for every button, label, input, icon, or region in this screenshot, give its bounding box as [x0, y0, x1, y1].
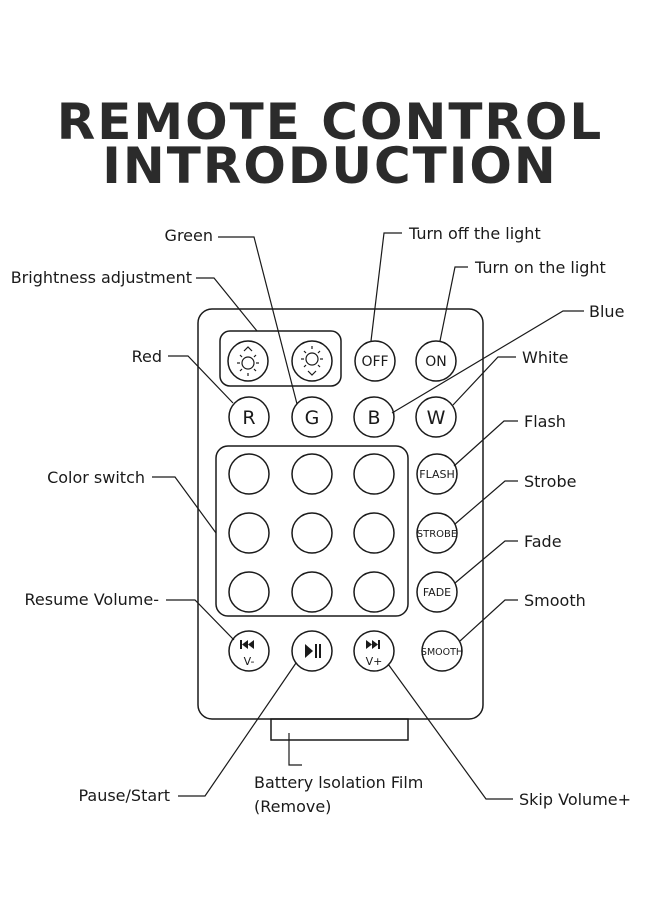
label-turn-off: Turn off the light: [408, 224, 541, 243]
flash-button-label: FLASH: [419, 468, 455, 481]
flash-button[interactable]: FLASH: [416, 453, 458, 495]
label-smooth: Smooth: [524, 591, 586, 610]
previous-track-icon: [240, 640, 254, 649]
sun-down-arrow-icon: [301, 346, 323, 376]
label-red: Red: [132, 347, 162, 366]
leader-brightness: [196, 277, 258, 332]
white-button-label: W: [427, 407, 446, 429]
label-color-switch: Color switch: [47, 468, 145, 487]
strobe-button-label: STROBE: [417, 529, 457, 540]
leader-fade: [454, 540, 518, 584]
color-grid-group: [215, 445, 409, 617]
leader-strobe: [454, 480, 518, 525]
color-button-5[interactable]: [291, 512, 333, 554]
red-button-label: R: [242, 407, 255, 429]
color-button-1[interactable]: [228, 453, 270, 495]
brightness-down-button[interactable]: [291, 340, 333, 382]
play-pause-button[interactable]: [291, 630, 333, 672]
label-blue: Blue: [589, 302, 624, 321]
title-line-2: INTRODUCTION: [102, 137, 558, 195]
strobe-button[interactable]: STROBE: [416, 512, 458, 554]
on-button-label: ON: [425, 354, 447, 370]
leader-turn-off: [370, 232, 402, 342]
leader-white: [452, 356, 516, 406]
label-battery-line1: Battery lsolation Film: [254, 773, 423, 792]
leader-color-switch: [152, 476, 217, 534]
color-button-4[interactable]: [228, 512, 270, 554]
volume-down-button[interactable]: V-: [228, 630, 270, 672]
on-button[interactable]: ON: [415, 340, 457, 382]
v-plus-label: V+: [366, 655, 383, 668]
label-brightness: Brightness adjustment: [11, 268, 192, 287]
label-flash: Flash: [524, 412, 566, 431]
leader-skip-volume: [387, 663, 513, 800]
battery-tab: [270, 718, 409, 741]
off-button-label: OFF: [361, 354, 388, 370]
green-button-label: G: [305, 407, 320, 429]
off-button[interactable]: OFF: [354, 340, 396, 382]
leader-blue: [391, 310, 584, 414]
label-turn-on: Turn on the light: [474, 258, 606, 277]
red-button[interactable]: R: [228, 396, 270, 438]
label-resume-volume: Resume Volume-: [24, 590, 159, 609]
smooth-button[interactable]: SMOOTH: [421, 630, 463, 672]
leader-pause-start: [178, 662, 297, 797]
label-pause-start: Pause/Start: [78, 786, 170, 805]
label-white: White: [522, 348, 569, 367]
color-button-2[interactable]: [291, 453, 333, 495]
leader-resume-volume: [166, 599, 235, 641]
label-battery-line2: (Remove): [254, 797, 331, 816]
label-skip-volume: Skip Volume+: [519, 790, 631, 809]
volume-up-button[interactable]: V+: [353, 630, 395, 672]
label-green: Green: [165, 226, 213, 245]
next-track-icon: [366, 640, 380, 649]
blue-button[interactable]: B: [353, 396, 395, 438]
color-button-3[interactable]: [353, 453, 395, 495]
v-minus-label: V-: [244, 655, 255, 668]
color-button-7[interactable]: [228, 571, 270, 613]
label-fade: Fade: [524, 532, 562, 551]
blue-button-label: B: [367, 407, 380, 429]
leader-lines: [152, 232, 584, 800]
leader-smooth: [459, 599, 518, 642]
label-strobe: Strobe: [524, 472, 576, 491]
brightness-group: [219, 330, 342, 387]
fade-button[interactable]: FADE: [416, 571, 458, 613]
leader-turn-on: [439, 266, 468, 342]
green-button[interactable]: G: [291, 396, 333, 438]
title-line-1: REMOTE CONTROL: [56, 93, 604, 151]
smooth-button-label: SMOOTH: [421, 647, 463, 658]
sun-up-arrow-icon: [237, 346, 259, 376]
brightness-up-button[interactable]: [227, 340, 269, 382]
color-button-6[interactable]: [353, 512, 395, 554]
color-button-8[interactable]: [291, 571, 333, 613]
fade-button-label: FADE: [423, 586, 451, 599]
color-button-9[interactable]: [353, 571, 395, 613]
leader-battery: [288, 733, 302, 766]
white-button[interactable]: W: [415, 396, 457, 438]
play-pause-icon: [305, 644, 321, 658]
leader-green: [218, 236, 298, 405]
leader-flash: [453, 420, 518, 467]
leader-red: [168, 355, 234, 404]
